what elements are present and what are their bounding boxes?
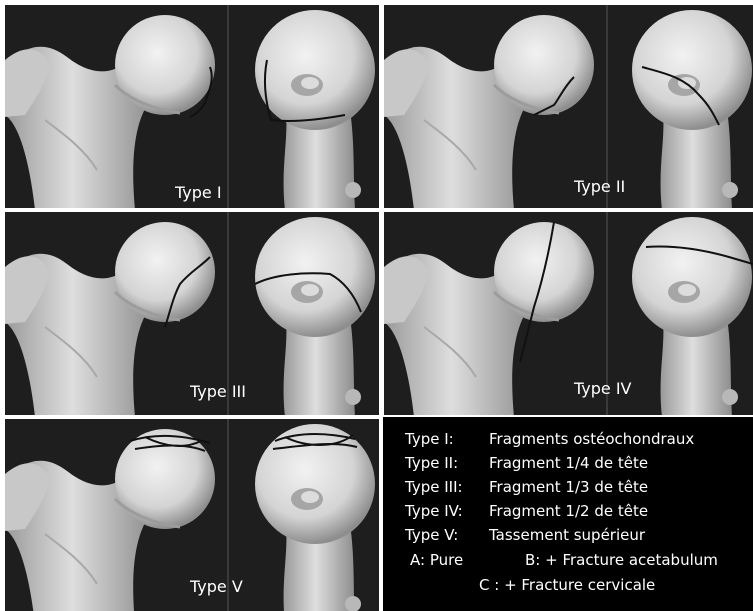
legend-sub-b: B: + Fracture acetabulum xyxy=(525,551,718,569)
legend-desc: Fragment 1/2 de tête xyxy=(489,502,648,520)
legend-row: Type II:Fragment 1/4 de tête xyxy=(405,454,648,472)
caption-type-v: Type V xyxy=(190,577,243,596)
panel-type-iii: Type III xyxy=(5,212,379,415)
legend-code: Type III: xyxy=(405,478,489,496)
legend-row: Type V:Tassement supérieur xyxy=(405,526,645,544)
type-iv-illustration xyxy=(384,212,753,415)
legend-row: Type IV:Fragment 1/2 de tête xyxy=(405,502,648,520)
legend-desc: Fragment 1/4 de tête xyxy=(489,454,648,472)
legend-row: Type III:Fragment 1/3 de tête xyxy=(405,478,648,496)
legend-code: Type V: xyxy=(405,526,489,544)
legend-row: Type I:Fragments ostéochondraux xyxy=(405,430,694,448)
legend-code: Type I: xyxy=(405,430,489,448)
legend-desc: Fragment 1/3 de tête xyxy=(489,478,648,496)
panel-type-ii: Type II xyxy=(384,5,753,208)
caption-type-i: Type I xyxy=(175,183,222,202)
legend-sub-c: C : + Fracture cervicale xyxy=(479,576,655,594)
legend-desc: Tassement supérieur xyxy=(489,526,645,544)
legend-box: Type I:Fragments ostéochondraux Type II:… xyxy=(383,417,753,611)
panel-type-iv: Type IV xyxy=(384,212,753,415)
caption-type-ii: Type II xyxy=(574,177,625,196)
legend-code: Type II: xyxy=(405,454,489,472)
type-ii-illustration xyxy=(384,5,753,208)
caption-type-iii: Type III xyxy=(190,382,246,401)
legend-code: Type IV: xyxy=(405,502,489,520)
type-i-illustration xyxy=(5,5,379,208)
panel-type-v: Type V xyxy=(5,419,379,611)
legend-desc: Fragments ostéochondraux xyxy=(489,430,694,448)
legend-sub-a: A: Pure xyxy=(410,551,463,569)
panel-type-i: Type I xyxy=(5,5,379,208)
caption-type-iv: Type IV xyxy=(574,379,632,398)
